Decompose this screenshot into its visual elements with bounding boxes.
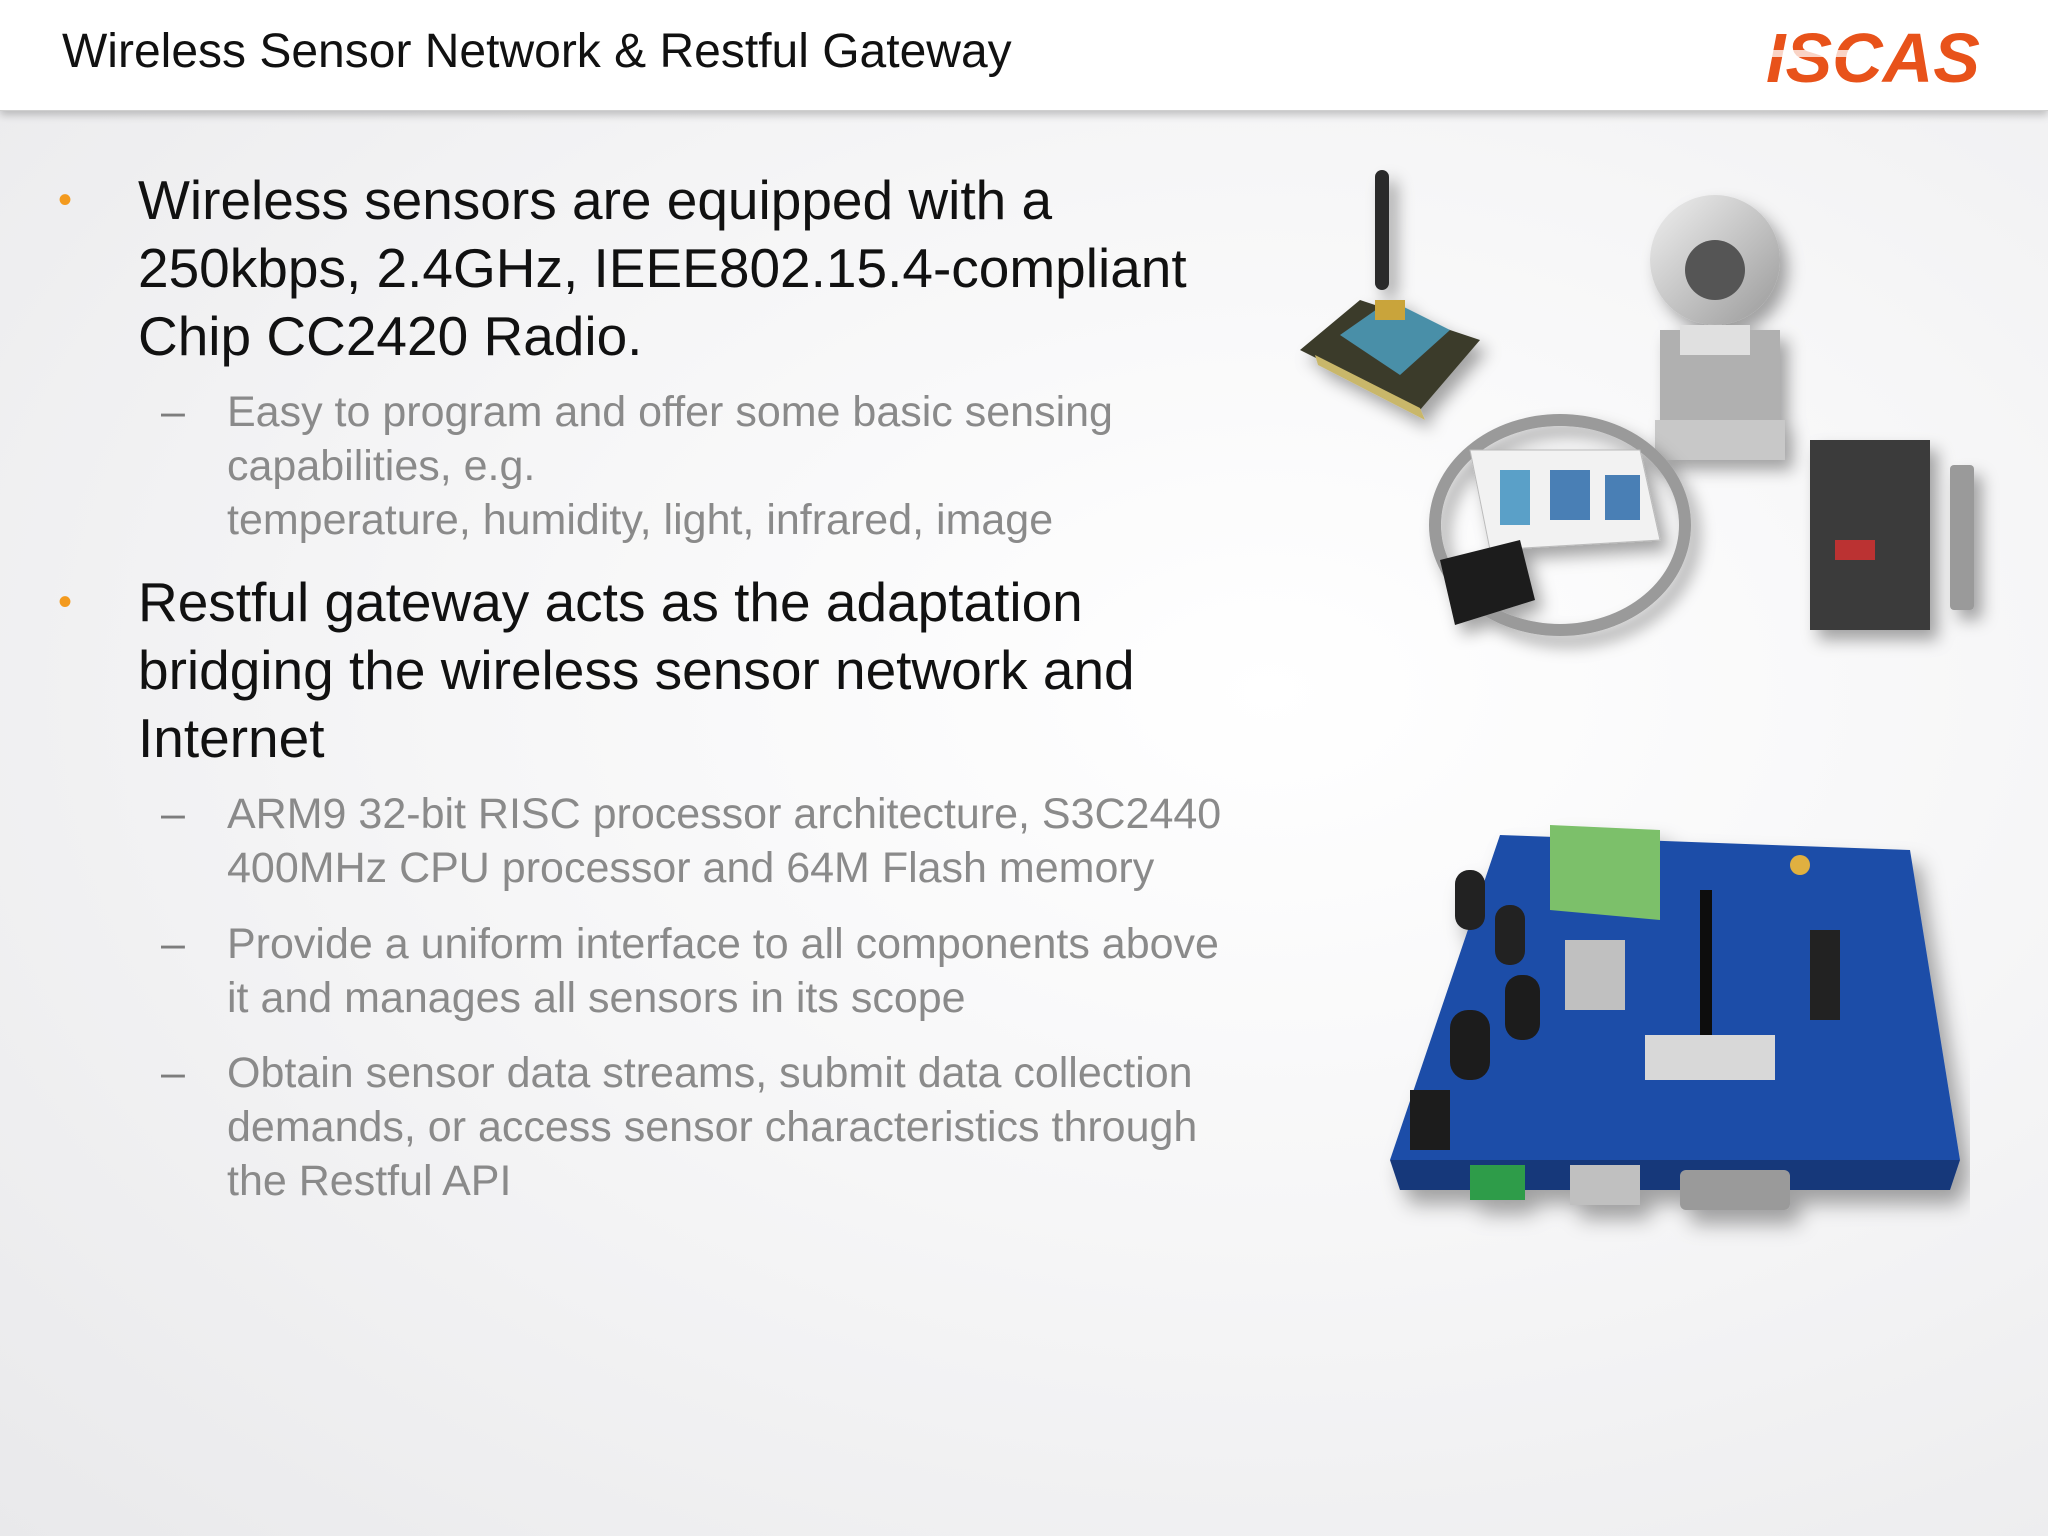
sensor-devices-image <box>1300 170 1974 636</box>
sub-line: temperature, humidity, light, infrared, … <box>227 496 1054 544</box>
sub-bullet-sensor-data: – Obtain sensor data streams, submit dat… <box>161 1046 1307 1208</box>
bullet-line: Wireless sensors are equipped with a <box>138 169 1053 231</box>
sub-line: it and manages all sensors in its scope <box>227 974 966 1022</box>
bullet-line: 250kbps, 2.4GHz, IEEE802.15.4-compliant <box>138 237 1187 299</box>
sub-line: Obtain sensor data streams, submit data … <box>227 1049 1193 1097</box>
power-strip-sensor <box>1429 414 1691 636</box>
gateway-pcb <box>1390 825 1960 1210</box>
slide-title: Wireless Sensor Network & Restful Gatewa… <box>62 25 1012 78</box>
bullet-dot: • <box>58 580 73 624</box>
sub-line: Provide a uniform interface to all compo… <box>227 920 1219 968</box>
slide-header: Wireless Sensor Network & Restful Gatewa… <box>0 0 2048 111</box>
iscas-logo: ISCAS <box>1766 22 1980 92</box>
bullet-wireless-sensors: • Wireless sensors are equipped with a 2… <box>58 166 1298 370</box>
bullet-line: Internet <box>138 707 325 769</box>
sub-dash: – <box>161 1049 185 1097</box>
sub-dash: – <box>161 790 185 838</box>
bullet-dot: • <box>58 178 73 222</box>
bullet-restful-gateway: • Restful gateway acts as the adaptation… <box>58 568 1298 772</box>
sub-line: demands, or access sensor characteristic… <box>227 1103 1198 1151</box>
bullet-line: bridging the wireless sensor network and <box>138 639 1135 701</box>
sub-bullet-easy-to-program: – Easy to program and offer some basic s… <box>161 385 1307 547</box>
sub-line: ARM9 32-bit RISC processor architecture,… <box>227 790 1222 838</box>
wireless-sensor-node <box>1300 170 1480 420</box>
bullet-line: Restful gateway acts as the adaptation <box>138 571 1083 633</box>
sub-dash: – <box>161 920 185 968</box>
gateway-board-image <box>1390 825 1960 1210</box>
bullet-line: Chip CC2420 Radio. <box>138 305 643 367</box>
camera-sensor <box>1650 195 1785 460</box>
sub-line: Easy to program and offer some basic sen… <box>227 388 1113 436</box>
sub-line: 400MHz CPU processor and 64M Flash memor… <box>227 844 1155 892</box>
sub-bullet-uniform-interface: – Provide a uniform interface to all com… <box>161 917 1307 1025</box>
sub-bullet-arm9: – ARM9 32-bit RISC processor architectur… <box>161 787 1307 895</box>
sub-line: the Restful API <box>227 1157 512 1205</box>
sub-line: capabilities, e.g. <box>227 442 536 490</box>
door-sensor <box>1810 440 1974 630</box>
sub-dash: – <box>161 388 185 436</box>
